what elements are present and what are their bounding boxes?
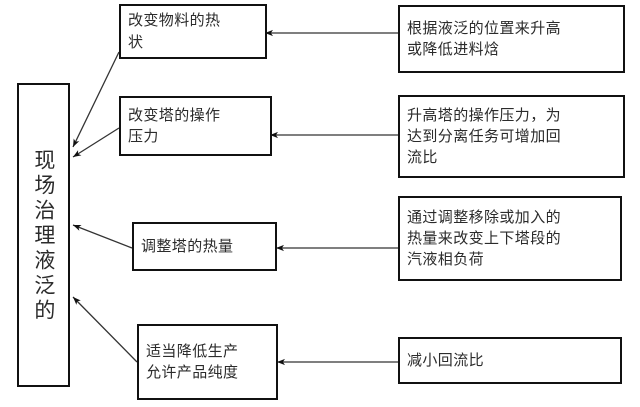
detail-node-1[interactable]: 根据液泛的位置来升高 或降低进料焓: [398, 5, 625, 73]
measure-node-4[interactable]: 适当降低生产 允许产品纯度: [137, 324, 278, 400]
connector-root-from-m2: [72, 127, 120, 158]
root-node-label: 现场治理液泛的: [31, 148, 56, 324]
connector-root-from-m3: [72, 224, 133, 249]
connector-root-from-m4: [72, 296, 138, 363]
detail-node-2-label: 升高塔的操作压力，为 达到分离任务可增加回 流比: [407, 105, 562, 167]
detail-node-2[interactable]: 升高塔的操作压力，为 达到分离任务可增加回 流比: [398, 95, 625, 178]
measure-node-3-label: 调整塔的热量: [141, 236, 234, 255]
measure-node-4-label: 适当降低生产 允许产品纯度: [146, 341, 239, 381]
measure-node-2-label: 改变塔的操作 压力: [128, 105, 221, 145]
measure-node-2[interactable]: 改变塔的操作 压力: [119, 96, 272, 156]
detail-node-3[interactable]: 通过调整移除或加入的 热量来改变上下塔段的 汽液相负荷: [398, 196, 622, 281]
detail-node-4[interactable]: 减小回流比: [398, 337, 622, 384]
root-node[interactable]: 现场治理液泛的: [17, 83, 70, 387]
detail-node-4-label: 减小回流比: [407, 350, 485, 369]
detail-node-3-label: 通过调整移除或加入的 热量来改变上下塔段的 汽液相负荷: [407, 207, 562, 269]
connector-root-from-m1: [72, 51, 120, 148]
measure-node-1[interactable]: 改变物料的热 状: [119, 4, 267, 59]
measure-node-1-label: 改变物料的热 状: [128, 11, 221, 51]
measure-node-3[interactable]: 调整塔的热量: [132, 222, 277, 271]
detail-node-1-label: 根据液泛的位置来升高 或降低进料焓: [407, 18, 562, 58]
